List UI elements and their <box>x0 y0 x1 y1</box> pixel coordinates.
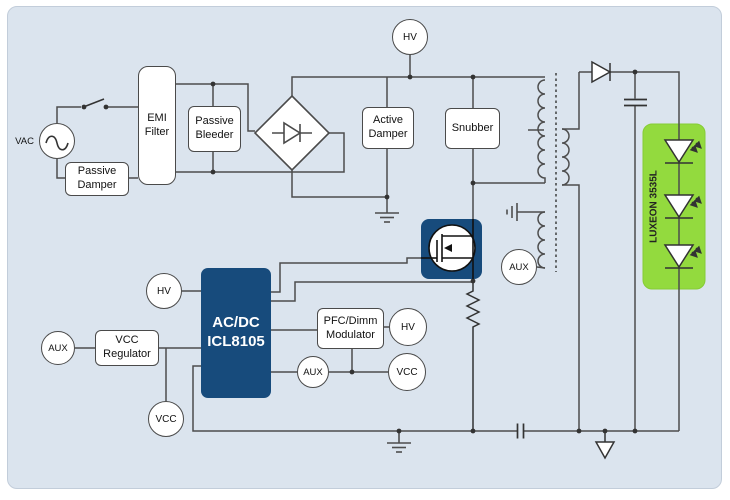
node-vcc-left: VCC <box>148 401 184 437</box>
node-hv-left: HV <box>146 273 182 309</box>
bridge-rectifier-icon <box>253 94 331 172</box>
vac-label: VAC <box>15 136 34 147</box>
ground-icon <box>387 431 411 453</box>
node-aux-mid: AUX <box>297 356 329 388</box>
block-active-damper: Active Damper <box>362 107 414 149</box>
block-vcc-regulator: VCC Regulator <box>95 330 159 366</box>
led-icon <box>663 244 702 269</box>
switch-icon <box>81 98 109 110</box>
led-icon <box>663 139 702 164</box>
junction-dots <box>210 69 638 434</box>
node-vcc-pfc: VCC <box>388 353 426 391</box>
sine-wave-icon <box>45 135 69 151</box>
output-capacitor-icon <box>624 98 647 107</box>
diagram-panel <box>7 6 722 489</box>
transformer-icon <box>517 72 580 431</box>
led-icon <box>663 194 702 219</box>
block-snubber: Snubber <box>445 108 500 149</box>
block-pfc-dimm-modulator: PFC/Dimm Modulator <box>317 308 384 349</box>
diode-icon <box>591 60 612 84</box>
vac-source-node <box>39 123 75 159</box>
block-acdc-icl8105: AC/DC ICL8105 <box>201 268 271 398</box>
node-hv-top: HV <box>392 19 428 55</box>
led-string <box>663 139 702 269</box>
output-ground-icon <box>594 431 616 460</box>
node-aux-transformer: AUX <box>501 249 537 285</box>
luxeon-module-label: LUXEON 3535L <box>648 170 660 243</box>
ground-icon <box>375 212 399 223</box>
node-aux-left: AUX <box>41 331 75 365</box>
block-emi-filter: EMI Filter <box>138 66 176 185</box>
block-passive-damper: Passive Damper <box>65 162 129 196</box>
y-capacitor-icon <box>516 423 525 439</box>
node-hv-pfc: HV <box>389 308 427 346</box>
resistor-icon <box>465 281 481 431</box>
aux-ground-icon <box>506 203 518 221</box>
block-passive-bleeder: Passive Bleeder <box>188 106 241 152</box>
